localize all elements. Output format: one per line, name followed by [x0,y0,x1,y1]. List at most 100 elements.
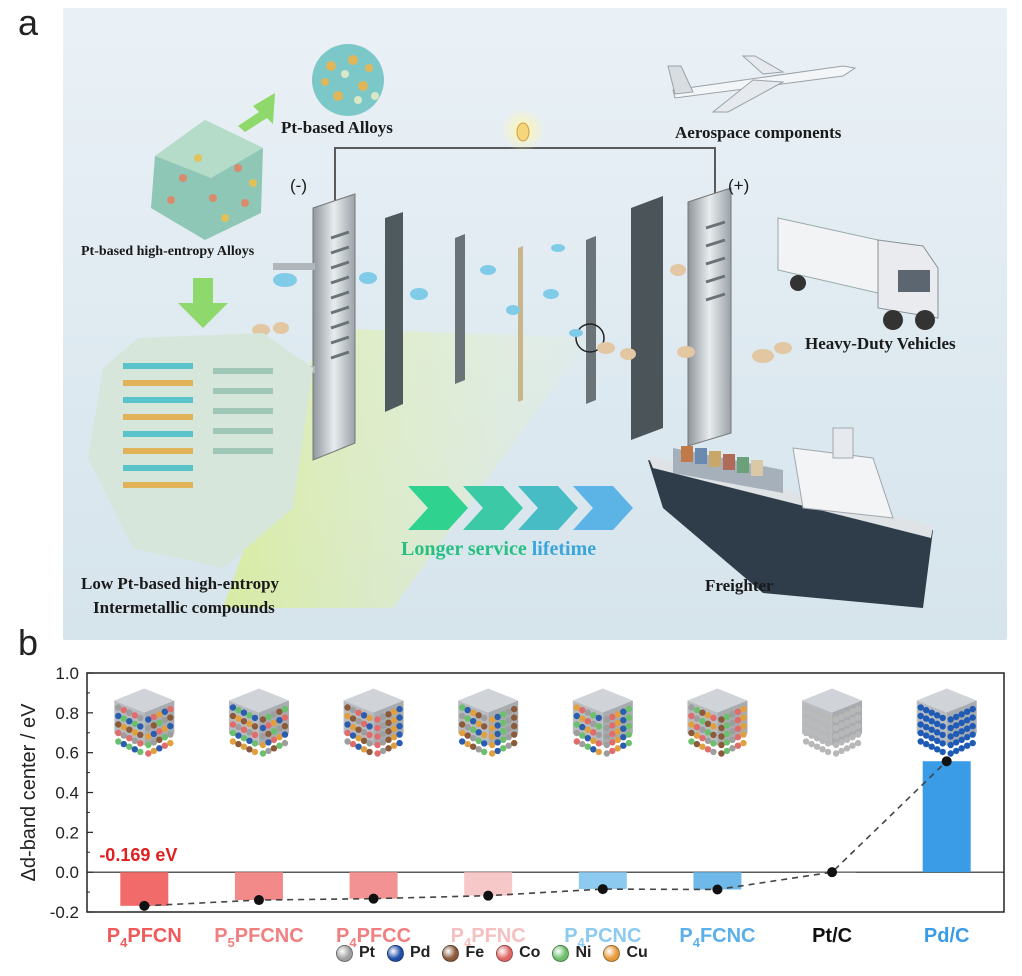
data-point [139,900,150,911]
x-tick-label-P4PFCN: P4PFCN [107,925,182,950]
plot-frame [86,672,1005,913]
panel-a-letter: a [18,2,39,43]
y-tick-label: 0.8 [55,704,79,723]
legend-label: Cu [626,944,648,961]
y-tick-label: 0.6 [55,744,79,763]
cube-model-P5PFCNC [228,688,289,757]
label-low-pt-line2: Intermetallic compounds [93,598,275,617]
bar-Pd/C [922,761,971,873]
legend-item-pd: Pd [387,944,430,962]
label-freighter: Freighter [705,576,774,595]
y-tick-label: 1.0 [55,664,79,683]
hea-top-face [155,120,263,178]
anode-gdl [385,212,403,412]
legend-item-co: Co [496,944,540,962]
legend-item-pt: Pt [336,944,375,962]
y-tick-label: 0.4 [55,784,79,803]
longer-service-text: Longer service [401,538,527,560]
y-tick-label: 0.0 [55,863,79,882]
y-axis-label: Δd-band center / eV [18,703,40,882]
legend-item-ni: Ni [552,944,591,962]
data-point [827,867,838,878]
label-pt-based-alloys: Pt-based Alloys [281,118,393,137]
fuel-cell-schematic: Pt-based Alloys Pt-based high-entropy Al… [63,8,1007,640]
cube-model-Pt/C [802,688,863,757]
cathode-gdl [631,196,663,440]
label-anode-minus: (-) [290,176,307,195]
x-tick-label-Pd/C: Pd/C [924,925,970,947]
cube-model-P4PFCN [114,688,175,757]
panel-b-letter: b [18,622,39,663]
hea-atoms-2 [194,154,257,222]
intermetallic-rows [123,363,273,488]
legend-swatch [603,944,621,962]
x-tick-label-P4PFNC: P4PFNC [451,925,526,950]
data-point [253,895,264,906]
bar-P4FCNC [693,872,742,890]
legend-label: Ni [575,944,592,961]
inlet-pipe-top [273,263,315,270]
label-longer-service: Longer service lifetime [401,538,596,561]
bar-P4PFCN [120,872,169,906]
arrow-to-hea [238,93,275,132]
cube-model-P4PFNC [458,688,519,757]
airplane-icon [667,55,857,113]
legend-swatch [336,944,353,962]
label-pt-based-hea: Pt-based high-entropy Alloys [81,244,255,259]
circuit-wire [334,147,716,206]
data-point [368,893,379,904]
label-heavy-duty: Heavy-Duty Vehicles [805,334,956,353]
cathode-flow-channels [705,220,726,302]
d-band-chart: 1.0 0.8 0.6 0.4 0.2 0.0 -0.2 Δd-band center / e… [18,664,1005,950]
arrow-down-to-intermetallic [178,278,228,328]
schematic-illustration [88,44,939,608]
membrane [518,246,523,402]
y-tick-label: 0.2 [55,823,79,842]
lifetime-text: lifetime [531,538,597,560]
freighter-ship-icon [648,427,933,608]
nanoparticle-atoms-2 [341,70,379,104]
cube-model-P4FCNC [687,688,748,757]
legend-item-cu: Cu [603,944,648,962]
bulb-icon [516,122,530,142]
x-tick-label-P4FCNC: P4FCNC [679,925,755,950]
data-point [712,884,723,895]
hea-atoms [167,164,249,207]
anode-flow-channels [330,230,350,360]
label-low-pt-line1: Low Pt-based high-entropy [81,574,280,593]
data-point [941,756,952,767]
bar-P4PFNC [464,872,513,896]
zoom-circle [575,323,605,353]
nanoparticle-atoms [321,55,373,101]
cube-model-Pd/C [916,688,977,757]
trend-line [144,760,948,907]
longer-lifetime-chevrons [408,486,633,530]
x-tick-label-P5PFCNC: P5PFCNC [214,925,303,950]
bar-P4PCNC [578,872,627,890]
anode-catalyst-layer [455,234,465,384]
x-tick-label-P4PCNC: P4PCNC [564,925,641,950]
min-value-annotation: -0.169 eV [99,845,177,865]
data-point [597,884,608,895]
x-tick-label-Pt/C: Pt/C [812,925,852,947]
legend-swatch [387,944,404,962]
cube-model-P4PFCC [343,688,404,757]
legend-swatch [496,944,514,962]
data-point [483,890,494,901]
legend-label: Pd [410,944,431,961]
x-tick-label-P4PFCC: P4PFCC [336,925,411,950]
legend-swatch [552,944,570,962]
truck-icon [777,217,939,330]
legend-item-fe: Fe [442,944,484,962]
legend-label: Co [519,944,541,961]
legend-swatch [442,944,460,962]
element-legend: Pt Pd Fe Co Ni Cu [336,944,654,962]
label-aerospace: Aerospace components [675,123,842,142]
cathode-end-plate [687,187,732,447]
label-cathode-plus: (+) [728,176,750,195]
oxygen-molecules [252,264,792,363]
legend-label: Fe [465,944,485,961]
y-tick-label: -0.2 [50,903,79,922]
cube-model-P4PCNC [572,688,633,757]
cathode-catalyst-layer [586,236,596,404]
